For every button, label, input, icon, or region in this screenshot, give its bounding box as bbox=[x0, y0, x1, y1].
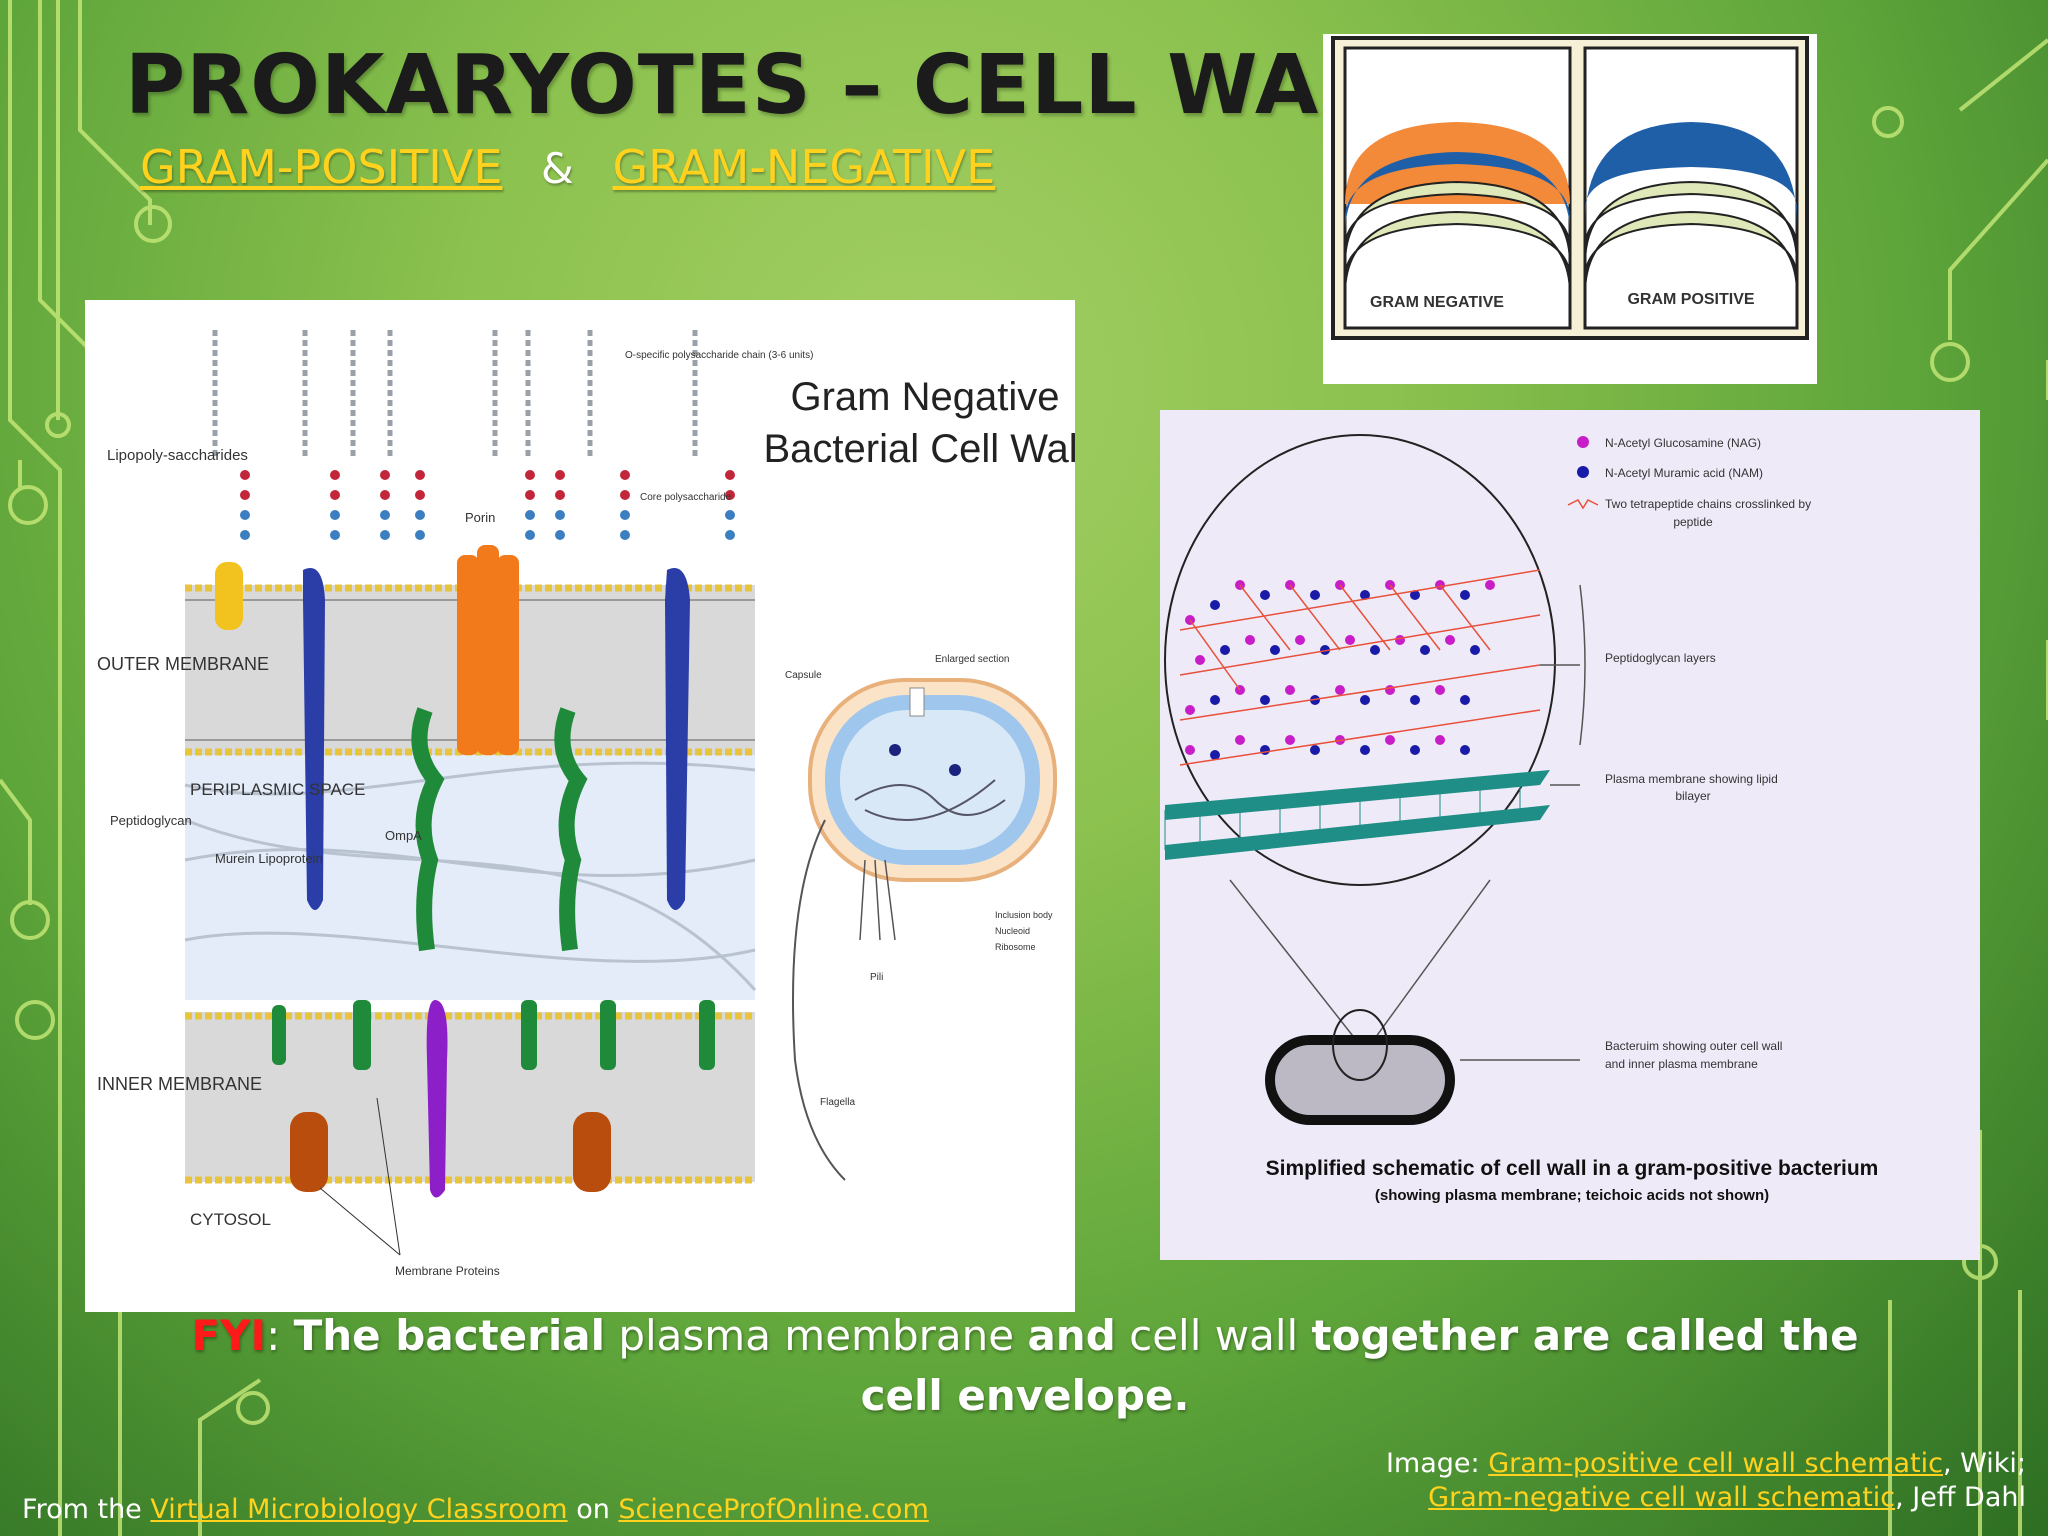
label-gram-positive: GRAM POSITIVE bbox=[1627, 291, 1754, 308]
label-core: Core polysaccharide bbox=[640, 492, 732, 503]
label-capsule: Capsule bbox=[785, 670, 822, 681]
label-o-specific: O-specific polysaccharide chain (3-6 uni… bbox=[625, 350, 813, 361]
gram-positive-schematic-link[interactable]: Gram-positive cell wall schematic bbox=[1488, 1448, 1943, 1479]
image-credit: Image: Gram-positive cell wall schematic… bbox=[1385, 1448, 2026, 1513]
fyi-tag: FYI bbox=[191, 1311, 267, 1360]
gram-negative-link[interactable]: GRAM-NEGATIVE bbox=[612, 140, 996, 194]
label-ribosome: Ribosome bbox=[995, 942, 1036, 952]
label-periplasmic: PERIPLASMIC SPACE bbox=[190, 780, 365, 799]
gn-title-line2: Bacterial Cell Wall bbox=[763, 427, 1075, 471]
lps-protein bbox=[215, 562, 243, 630]
label-inner-membrane: INNER MEMBRANE bbox=[97, 1074, 262, 1094]
label-bacterium: Bacteruim showing outer cell wall bbox=[1605, 1039, 1782, 1053]
murein-lipoprotein bbox=[303, 568, 325, 910]
footer: From the Virtual Microbiology Classroom … bbox=[22, 1494, 929, 1525]
gram-positive-link[interactable]: GRAM-POSITIVE bbox=[140, 140, 503, 194]
scienceprofonline-link[interactable]: ScienceProfOnline.com bbox=[618, 1494, 929, 1525]
gram-positive-schematic: N-Acetyl Glucosamine (NAG) N-Acetyl Mura… bbox=[1160, 410, 1980, 1260]
label-plasma-membrane: Plasma membrane showing lipid bbox=[1605, 772, 1778, 786]
gp-caption: Simplified schematic of cell wall in a g… bbox=[1266, 1157, 1879, 1180]
label-flagella: Flagella bbox=[820, 1097, 855, 1108]
label-gram-negative: GRAM NEGATIVE bbox=[1370, 294, 1504, 311]
label-nucleoid: Nucleoid bbox=[995, 926, 1030, 936]
plasma-membrane-layers bbox=[1164, 770, 1550, 860]
label-pili: Pili bbox=[870, 972, 883, 983]
gram-positive-arc bbox=[1584, 122, 1798, 295]
cell-envelope-term: cell envelope. bbox=[860, 1371, 1190, 1420]
label-outer-membrane: OUTER MEMBRANE bbox=[97, 654, 269, 674]
legend-nag: N-Acetyl Glucosamine (NAG) bbox=[1605, 436, 1761, 450]
ompa-protein bbox=[411, 707, 445, 952]
label-porin: Porin bbox=[465, 510, 495, 525]
label-membrane-proteins: Membrane Proteins bbox=[395, 1264, 500, 1278]
label-peptidoglycan: Peptidoglycan bbox=[110, 813, 192, 828]
virtual-microbiology-classroom-link[interactable]: Virtual Microbiology Classroom bbox=[150, 1494, 568, 1525]
label-murein: Murein Lipoprotein bbox=[215, 851, 323, 866]
ampersand: & bbox=[541, 144, 574, 193]
fyi-statement: FYI: The bacterial plasma membrane and c… bbox=[191, 1311, 1859, 1420]
gram-negative-cell-wall-figure: Lipopoly-saccharides OUTER MEMBRANE PERI… bbox=[85, 300, 1087, 1312]
legend-tetrapeptide: Two tetrapeptide chains crosslinked by bbox=[1605, 497, 1811, 511]
slide-title: PROKARYOTES – CELL WALL bbox=[125, 38, 1426, 133]
label-ompa: OmpA bbox=[385, 828, 422, 843]
gram-negative-diagram: Lipopoly-saccharides OUTER MEMBRANE PERI… bbox=[97, 330, 1087, 1278]
label-enlarged: Enlarged section bbox=[935, 654, 1010, 665]
svg-text:and inner plasma membrane: and inner plasma membrane bbox=[1605, 1057, 1758, 1071]
label-inclusion: Inclusion body bbox=[995, 910, 1053, 920]
svg-text:bilayer: bilayer bbox=[1675, 789, 1710, 803]
label-lps: Lipopoly-saccharides bbox=[107, 447, 248, 464]
legend-nam: N-Acetyl Muramic acid (NAM) bbox=[1605, 466, 1763, 480]
svg-text:peptide: peptide bbox=[1673, 515, 1713, 529]
gp-subcaption: (showing plasma membrane; teichoic acids… bbox=[1375, 1187, 1769, 1204]
gram-negative-schematic-link[interactable]: Gram-negative cell wall schematic bbox=[1428, 1482, 1896, 1513]
label-peptidoglycan-layers: Peptidoglycan layers bbox=[1605, 651, 1716, 665]
peptidoglycan-lattice bbox=[1179, 569, 1541, 766]
gram-comparison-thumbnail: GRAM NEGATIVE GRAM POSITIVE bbox=[1323, 34, 1817, 384]
gn-title-line1: Gram Negative bbox=[791, 375, 1060, 419]
inner-membrane bbox=[185, 1012, 755, 1182]
subtitle: GRAM-POSITIVE & GRAM-NEGATIVE bbox=[140, 140, 995, 194]
gram-negative-arc bbox=[1344, 122, 1571, 295]
porin bbox=[457, 545, 519, 755]
label-cytosol: CYTOSOL bbox=[190, 1210, 271, 1229]
